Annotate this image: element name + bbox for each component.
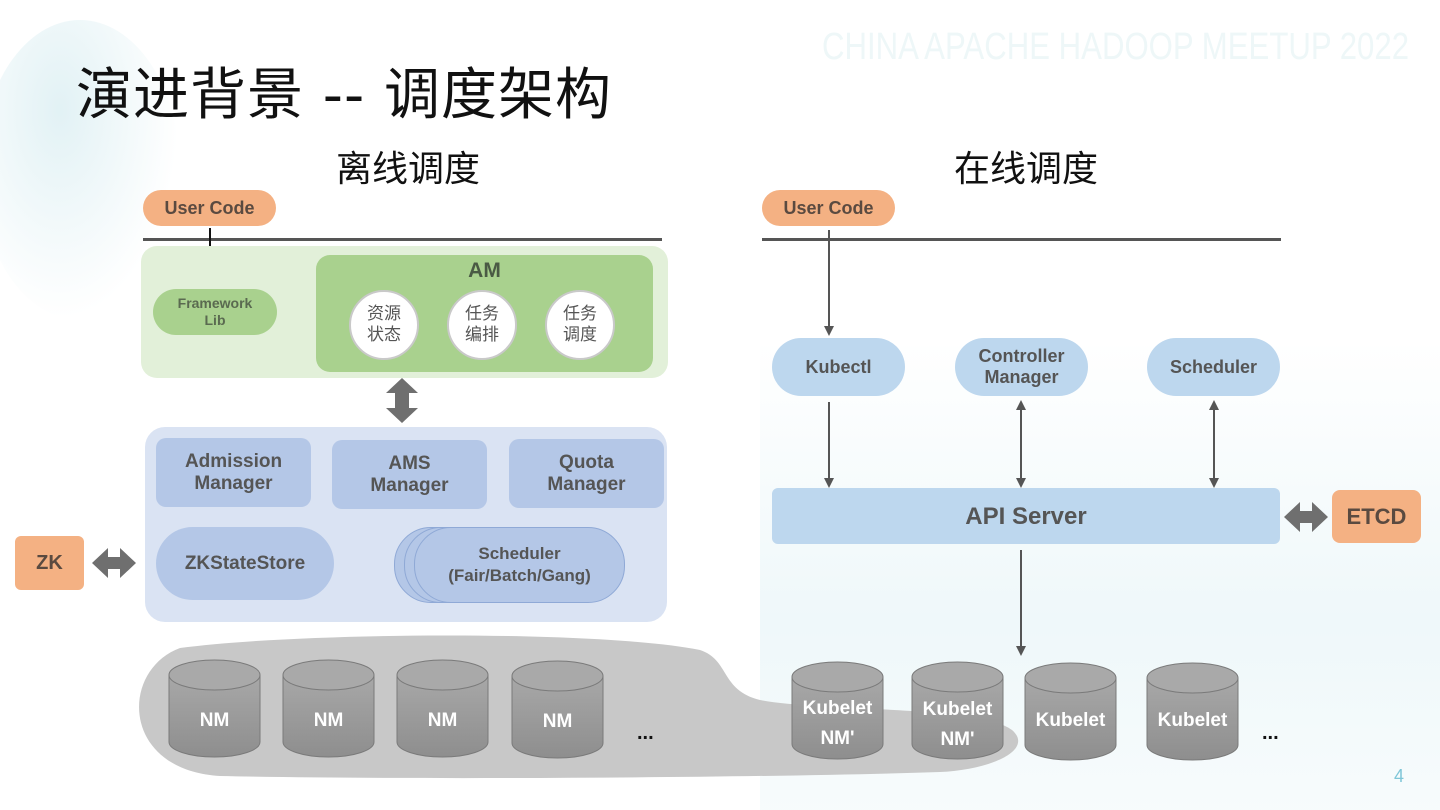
zk-state-store: ZKStateStore [156, 527, 334, 600]
box-text: Admission [184, 450, 283, 472]
online-user-code: User Code [762, 190, 895, 226]
online-divider-line [762, 238, 1281, 241]
am-rm-double-arrow [386, 378, 418, 423]
page-number: 4 [1394, 766, 1405, 786]
framework-lib-line1: Framework [177, 295, 253, 311]
ams-manager: AMS Manager [332, 440, 487, 509]
offline-divider-line [143, 238, 662, 241]
etcd-box: ETCD [1332, 490, 1421, 543]
am-box: AM 资源 状态 任务 编排 任务 调度 [316, 255, 653, 372]
arrowhead [1209, 478, 1219, 488]
am-circle-task-scheduling: 任务 调度 [545, 290, 615, 360]
am-circle-resource-state: 资源 状态 [349, 290, 419, 360]
nm-node-label: NM [427, 710, 458, 731]
box-text: Controller [978, 346, 1065, 366]
circle-text: 任务 [465, 304, 499, 324]
offline-more-nodes: ... [637, 722, 654, 744]
kubelet-text: NM' [820, 728, 855, 749]
api-etcd-double-arrow [1284, 502, 1328, 532]
nm-node-label: NM [199, 710, 230, 731]
kubelet-text: Kubelet [802, 698, 873, 719]
nm-node-label: NM [542, 711, 573, 732]
box-text: Manager [370, 474, 449, 496]
kubelet-node-label: Kubelet [1035, 710, 1106, 731]
scheduler-fair-batch-gang: Scheduler (Fair/Batch/Gang) [414, 527, 625, 603]
nm-node-label: NM [313, 710, 344, 731]
kubelet-node-label: Kubelet [1157, 710, 1228, 731]
circle-text: 状态 [367, 325, 401, 345]
framework-lib-line2: Lib [204, 312, 226, 328]
arrowhead [1209, 400, 1219, 410]
box-text: Quota [559, 451, 614, 473]
arrowhead [1016, 646, 1026, 656]
kubelet-text: Kubelet [922, 699, 993, 720]
kubectl: Kubectl [772, 338, 905, 396]
kubelet-node-label: Kubelet NM' [912, 695, 1003, 755]
event-watermark: CHINA APACHE HADOOP MEETUP 2022 [822, 26, 1410, 68]
controller-manager: Controller Manager [955, 338, 1088, 396]
offline-user-code: User Code [143, 190, 276, 226]
circle-text: 资源 [367, 304, 401, 324]
arrowhead [824, 478, 834, 488]
am-circle-task-orchestration: 任务 编排 [447, 290, 517, 360]
circle-text: 调度 [563, 325, 597, 345]
kubelet-text: NM' [940, 729, 975, 750]
box-text: Manager [984, 367, 1059, 387]
arrowhead [824, 326, 834, 336]
box-text: Scheduler [478, 544, 561, 563]
quota-manager: Quota Manager [509, 439, 664, 508]
zk-rm-double-arrow [92, 548, 136, 578]
online-more-nodes: ... [1262, 722, 1279, 744]
box-text: (Fair/Batch/Gang) [448, 566, 591, 585]
api-server: API Server [772, 488, 1280, 544]
admission-manager: Admission Manager [156, 438, 311, 507]
online-section-title: 在线调度 [954, 149, 1099, 190]
circle-text: 编排 [465, 325, 499, 345]
arrowhead [1016, 400, 1026, 410]
am-label: AM [468, 259, 501, 282]
circle-text: 任务 [563, 304, 597, 324]
zk-box: ZK [15, 536, 84, 590]
box-text: AMS [388, 452, 431, 474]
box-text: Manager [547, 473, 626, 495]
kubelet-node-label: Kubelet NM' [792, 694, 883, 754]
offline-section-title: 离线调度 [336, 149, 481, 190]
k8s-scheduler: Scheduler [1147, 338, 1280, 396]
box-text: Manager [194, 472, 273, 494]
arrowhead [1016, 478, 1026, 488]
framework-lib: Framework Lib [153, 289, 277, 335]
page-title: 演进背景 -- 调度架构 [76, 63, 613, 128]
